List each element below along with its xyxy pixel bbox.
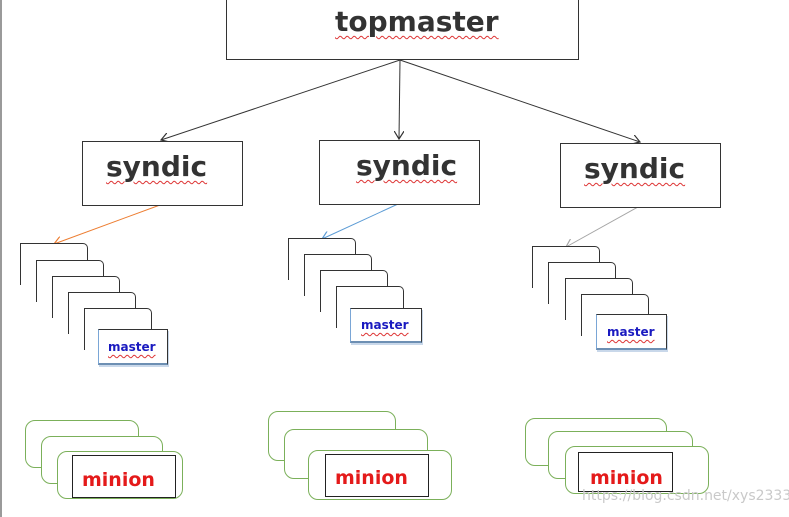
- minion-label: minion: [590, 467, 663, 489]
- minion-box: minion: [72, 455, 176, 498]
- syndic-box-1: syndic: [82, 141, 243, 206]
- syndic-label: syndic: [584, 152, 686, 185]
- arrow-syndic-2-to-master: [322, 203, 399, 239]
- syndic-label: syndic: [356, 149, 458, 182]
- minion-label: minion: [82, 469, 155, 491]
- master-label: master: [361, 318, 409, 332]
- arrow-syndic-1-to-master: [54, 204, 161, 244]
- master-card-front: master: [596, 314, 667, 350]
- master-label: master: [108, 340, 156, 354]
- master-card-front: master: [98, 329, 168, 365]
- master-label: master: [607, 325, 655, 339]
- arrow-syndic-3-to-master: [566, 206, 639, 247]
- syndic-box-3: syndic: [560, 143, 721, 208]
- syndic-label: syndic: [106, 150, 208, 183]
- arrow-top-to-syndic-2: [399, 59, 400, 139]
- arrow-top-to-syndic-1: [161, 59, 401, 140]
- master-card-front: master: [350, 308, 422, 343]
- topmaster-label: topmaster: [335, 5, 499, 38]
- topmaster-box: topmaster: [226, 0, 579, 60]
- minion-box: minion: [578, 452, 673, 492]
- watermark-text: https://blog.csdn.net/xys2333: [582, 488, 789, 504]
- left-border: [0, 0, 2, 517]
- minion-box: minion: [325, 454, 429, 497]
- arrow-top-to-syndic-3: [399, 59, 640, 142]
- syndic-box-2: syndic: [319, 140, 480, 205]
- minion-label: minion: [335, 467, 408, 489]
